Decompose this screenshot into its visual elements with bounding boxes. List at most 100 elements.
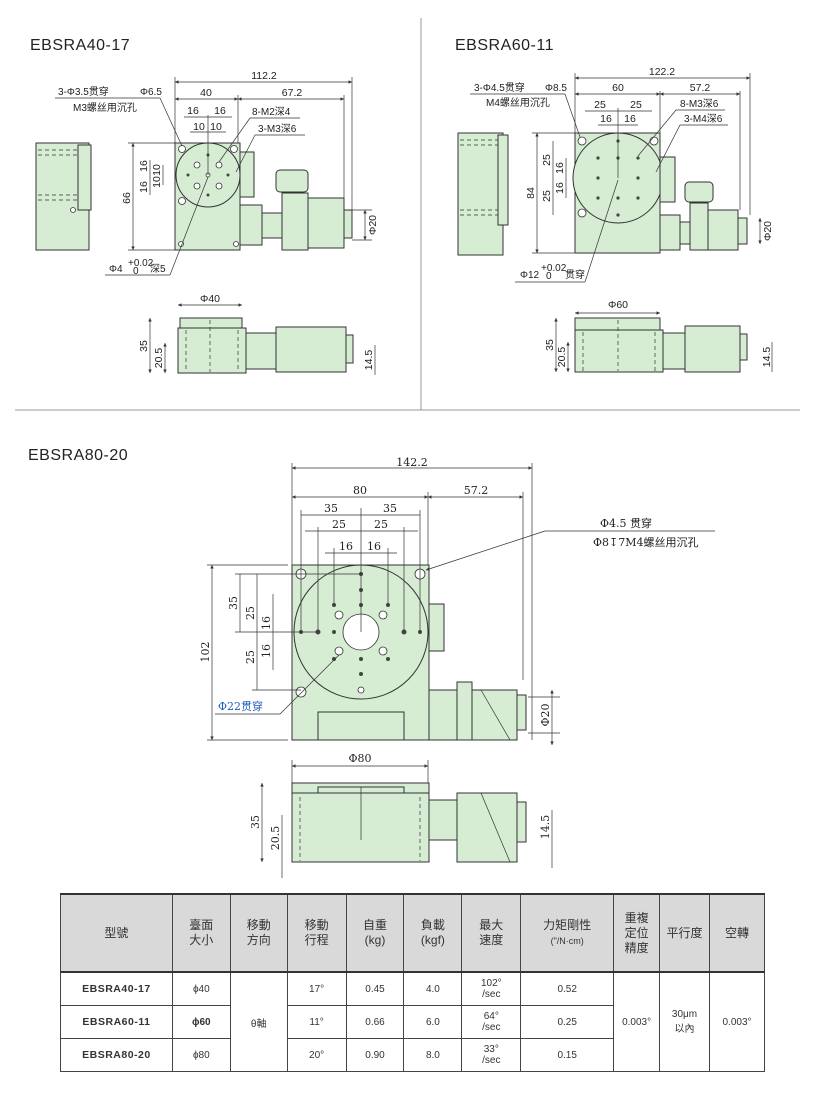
note-tap-1: 8-M2深4	[252, 106, 291, 118]
dim-table-dia: Φ80	[348, 752, 371, 765]
cell-size: ϕ80	[171, 1038, 231, 1072]
tolerance-zero: 0	[133, 266, 139, 277]
dim-h6: 16	[367, 540, 381, 553]
note-counterbore: Φ6.5	[140, 87, 162, 98]
speed-unit: /sec	[482, 1022, 501, 1033]
side-view: Φ60 35 20.5 14.5	[544, 299, 773, 373]
cell-weight: 0.45	[345, 971, 405, 1006]
speed-value: 102°	[480, 978, 502, 989]
dim-h1: 25	[594, 99, 606, 111]
dim-v1: 35	[227, 596, 240, 610]
cell-backlash: 0.003°	[709, 971, 765, 1072]
table-header-row: 型號 臺面大小 移動方向 移動行程 自重(kg) 負載(kgf) 最大速度 力矩…	[60, 893, 765, 973]
header-label: 方向	[246, 933, 271, 947]
speed-value: 33°	[483, 1044, 499, 1055]
dim-v2: 16	[138, 181, 150, 193]
dim-total-length: 122.2	[649, 66, 675, 78]
dim-h4: 25	[374, 518, 388, 531]
note-mount-hole: 3-Φ4.5贯穿	[474, 81, 525, 94]
cell-load: 6.0	[403, 1005, 463, 1039]
drawing-sheet: EBSRA40-17 112.	[15, 18, 800, 878]
header-backlash: 空轉	[709, 893, 765, 973]
dim-motor-length: 57.2	[690, 82, 711, 94]
header-label: 自重	[362, 918, 387, 932]
cell-weight: 0.66	[345, 1005, 405, 1039]
dim-shaft-height: 14.5	[539, 815, 552, 840]
header-label: 負載	[420, 918, 445, 932]
dim-table-dia: Φ60	[608, 299, 628, 311]
header-moment: 力矩剛性 ("/N·cm)	[520, 893, 615, 973]
dim-h3: 10	[193, 121, 205, 133]
tolerance-plus: +0.02	[541, 263, 567, 274]
note-screw-counterbore: M4螺丝用沉孔	[486, 96, 550, 109]
dim-side-height-2: 20.5	[269, 826, 282, 851]
dim-v2: 25	[541, 190, 553, 202]
dim-motor-length: 57.2	[464, 484, 489, 497]
header-label: 重複	[624, 910, 649, 925]
cell-speed: 64°/sec	[461, 1005, 522, 1039]
drawing-ebsra80-20: EBSRA80-20 142.2 80 57.2 35 35	[28, 447, 715, 878]
dim-v3: 16	[260, 616, 273, 630]
header-label: (kg)	[364, 933, 386, 947]
table-row: EBSRA40-17 ϕ40 θ軸 17° 0.45 4.0 102°/sec …	[60, 971, 765, 1072]
header-label: (kgf)	[420, 933, 445, 947]
note-center-hole: Φ12	[520, 270, 540, 281]
top-view: 112.2 40 67.2 16 16 10 10 66 16 16 10 10…	[55, 70, 379, 277]
speed-unit: /sec	[482, 989, 501, 1000]
dim-side-height-2: 20.5	[556, 347, 568, 368]
header-weight: 自重(kg)	[345, 893, 405, 973]
dim-width: 40	[200, 87, 212, 99]
dim-h4: 16	[624, 113, 636, 125]
header-unit: ("/N·cm)	[550, 935, 584, 946]
end-view	[457, 132, 509, 256]
note-center-depth: 深5	[150, 263, 166, 275]
dim-motor-length: 67.2	[282, 87, 303, 99]
cell-stroke: 17°	[286, 971, 347, 1006]
cell-repeatability: 0.003°	[613, 971, 661, 1072]
dim-v5: 25	[244, 650, 257, 664]
cell-load: 4.0	[403, 971, 463, 1006]
cell-moment: 0.25	[520, 1005, 615, 1039]
dim-h3: 25	[332, 518, 346, 531]
cell-direction: θ軸	[229, 971, 288, 1072]
dim-v4: 16	[260, 644, 273, 658]
cell-moment: 0.15	[520, 1038, 615, 1072]
dim-v4: 10	[151, 176, 163, 188]
cell-load: 8.0	[403, 1038, 463, 1072]
note-tap-2: 3-M3深6	[258, 123, 297, 135]
header-label: 精度	[624, 940, 649, 955]
drawing-ebsra40-17: EBSRA40-17 112.	[30, 37, 379, 375]
drawing-title: EBSRA80-20	[28, 447, 128, 464]
dim-h2: 25	[630, 99, 642, 111]
dim-shaft: Φ20	[539, 703, 552, 726]
cell-size: ϕ60	[171, 1005, 231, 1039]
header-label: 速度	[479, 933, 504, 947]
dim-h5: 16	[339, 540, 353, 553]
note-mount-hole: 3-Φ3.5贯穿	[58, 85, 109, 98]
spec-table: 型號 臺面大小 移動方向 移動行程 自重(kg) 負載(kgf) 最大速度 力矩…	[60, 893, 765, 1072]
dim-width: 60	[612, 82, 624, 94]
cell-model: EBSRA80-20	[60, 1038, 173, 1072]
cell-speed: 33°/sec	[461, 1038, 522, 1072]
top-view: 142.2 80 57.2 35 35 25 25 16 16 102 35 2…	[199, 456, 715, 745]
dim-h2: 35	[383, 502, 397, 515]
header-table-size: 臺面大小	[171, 893, 231, 973]
dim-v1: 25	[541, 154, 553, 166]
cell-stroke: 11°	[286, 1005, 347, 1039]
cell-stroke: 20°	[286, 1038, 347, 1072]
dim-shaft-height: 14.5	[761, 347, 773, 368]
note-counterbore: Φ8.5	[545, 83, 567, 94]
dim-h2: 16	[214, 105, 226, 117]
tolerance-zero: 0	[546, 271, 552, 282]
cell-model: EBSRA40-17	[60, 971, 173, 1006]
drawing-title: EBSRA60-11	[455, 37, 554, 54]
header-label: 力矩剛性	[543, 917, 592, 932]
note-screw-counterbore: Φ8↧7M4螺丝用沉孔	[593, 536, 699, 549]
header-label: 定位	[624, 925, 649, 940]
note-tap-1: 8-M3深6	[680, 98, 719, 110]
header-label: 大小	[189, 933, 214, 947]
drawing-title: EBSRA40-17	[30, 37, 130, 54]
note-mount-hole: Φ4.5 贯穿	[600, 516, 652, 530]
dim-table-dia: Φ40	[200, 293, 220, 305]
top-view: 122.2 60 57.2 25 25 16 16 84 25 25 16 16…	[470, 66, 774, 283]
